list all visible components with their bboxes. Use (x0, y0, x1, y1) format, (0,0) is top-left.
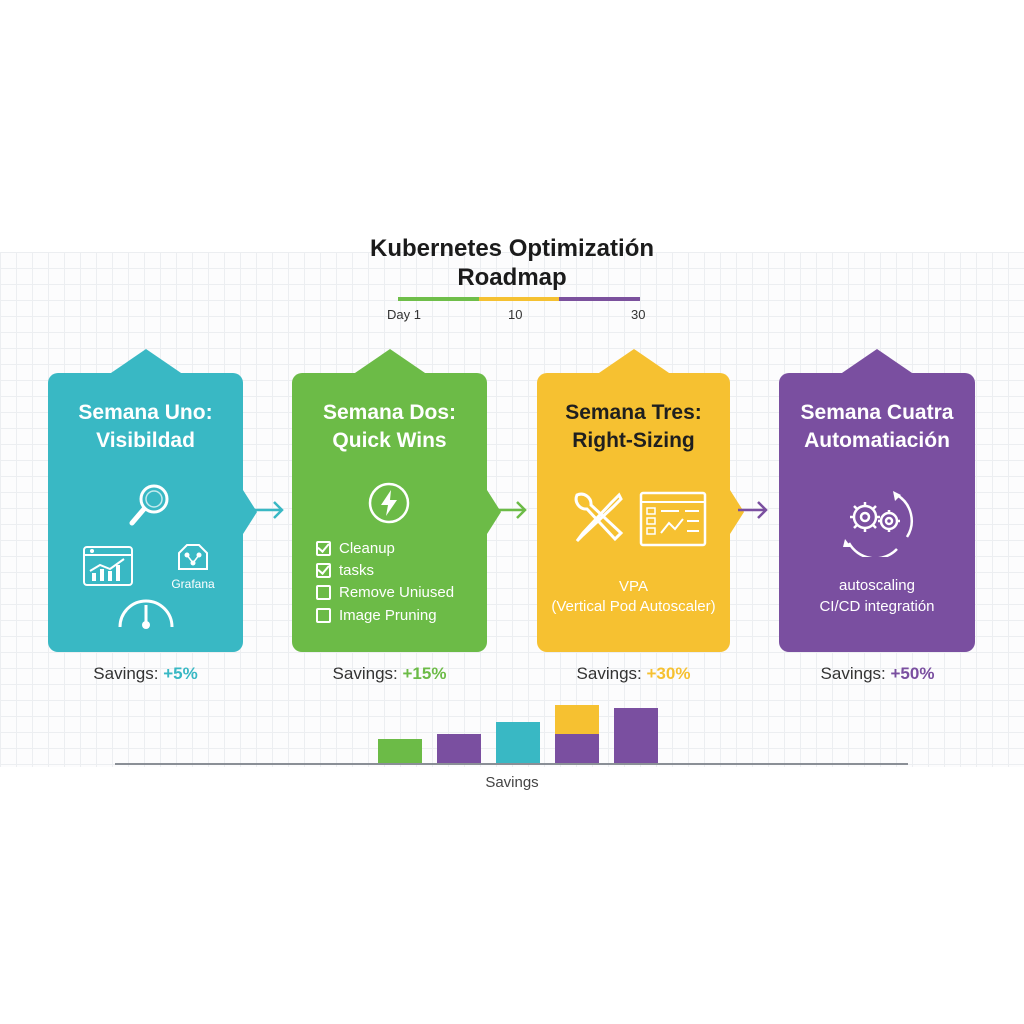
card-connector-notch (487, 490, 501, 534)
chart-bar (496, 722, 540, 763)
timeline-label-mid: 10 (508, 307, 523, 322)
card-connector-notch (730, 490, 744, 534)
arrow-right-icon (738, 501, 768, 519)
timeline-bar (398, 297, 641, 302)
task-item: Cleanup (316, 540, 395, 557)
checkbox-icon (316, 585, 331, 600)
chart-baseline (115, 763, 908, 765)
title-line-2: Roadmap (457, 264, 567, 291)
chart-bar (614, 707, 658, 763)
card-notch (595, 349, 672, 375)
card-notch (839, 349, 915, 375)
resource-panel-icon (639, 491, 707, 547)
grafana-label: Grafana (171, 577, 215, 591)
chart-bar-segment (555, 705, 599, 735)
page-title: Kubernetes Optimizatión Roadmap (312, 234, 712, 292)
chart-bar-segment (555, 734, 599, 763)
week-two-card: Semana Dos: Quick Wins Cleanup tasks Rem… (292, 349, 487, 652)
card-detail-line-1: VPA (619, 578, 648, 595)
gauge-icon (118, 599, 174, 629)
week-three-card: Semana Tres: Right-Sizing VPA (Vertical … (537, 349, 730, 652)
chart-bar (378, 739, 422, 763)
wrench-screwdriver-icon (574, 492, 624, 543)
timeline-segment (478, 297, 560, 301)
card-connector-notch (243, 490, 257, 534)
card-title: Semana Uno: Visibildad (78, 401, 213, 452)
card-detail-line-1: autoscaling (839, 577, 915, 594)
chart-bar (437, 734, 481, 763)
savings-week-three: Savings: +30% (576, 664, 691, 683)
card-title: Semana Tres: Right-Sizing (565, 401, 702, 452)
card-title: Semana Dos: Quick Wins (322, 401, 457, 452)
grafana-icon (178, 544, 208, 570)
timeline-label-start: Day 1 (387, 307, 421, 322)
dashboard-chart-icon (83, 546, 133, 586)
week-four-card: Semana Cuatra Automatiación autoscaling … (779, 349, 975, 652)
savings-week-one: Savings: +5% (93, 664, 198, 683)
timeline-segment (559, 297, 641, 301)
checkbox-icon (316, 563, 331, 578)
checkbox-icon (316, 608, 331, 623)
magnifier-icon (129, 484, 169, 526)
task-item: Image Pruning (316, 607, 437, 624)
lightning-icon (368, 482, 410, 524)
savings-week-four: Savings: +50% (820, 664, 935, 683)
task-item: Remove Uniused (316, 584, 454, 601)
gears-cycle-icon (843, 491, 913, 557)
arrow-right-icon (254, 501, 284, 519)
card-detail-line-2: (Vertical Pod Autoscaler) (551, 598, 716, 615)
card-detail-line-2: CI/CD integratión (819, 598, 935, 615)
card-title: Semana Cuatra Automatiación (800, 401, 954, 452)
title-line-1: Kubernetes Optimizatión (369, 235, 655, 262)
timeline-segment (398, 297, 479, 301)
week-one-card: Semana Uno: Visibildad Grafana (48, 349, 243, 652)
checkbox-icon (316, 541, 331, 556)
savings-week-two: Savings: +15% (332, 664, 447, 683)
card-notch (351, 349, 428, 375)
card-notch (107, 349, 184, 375)
timeline-label-end: 30 (631, 307, 646, 322)
chart-x-label: Savings (485, 774, 539, 791)
arrow-right-icon (497, 501, 527, 519)
task-item: tasks (316, 562, 374, 579)
